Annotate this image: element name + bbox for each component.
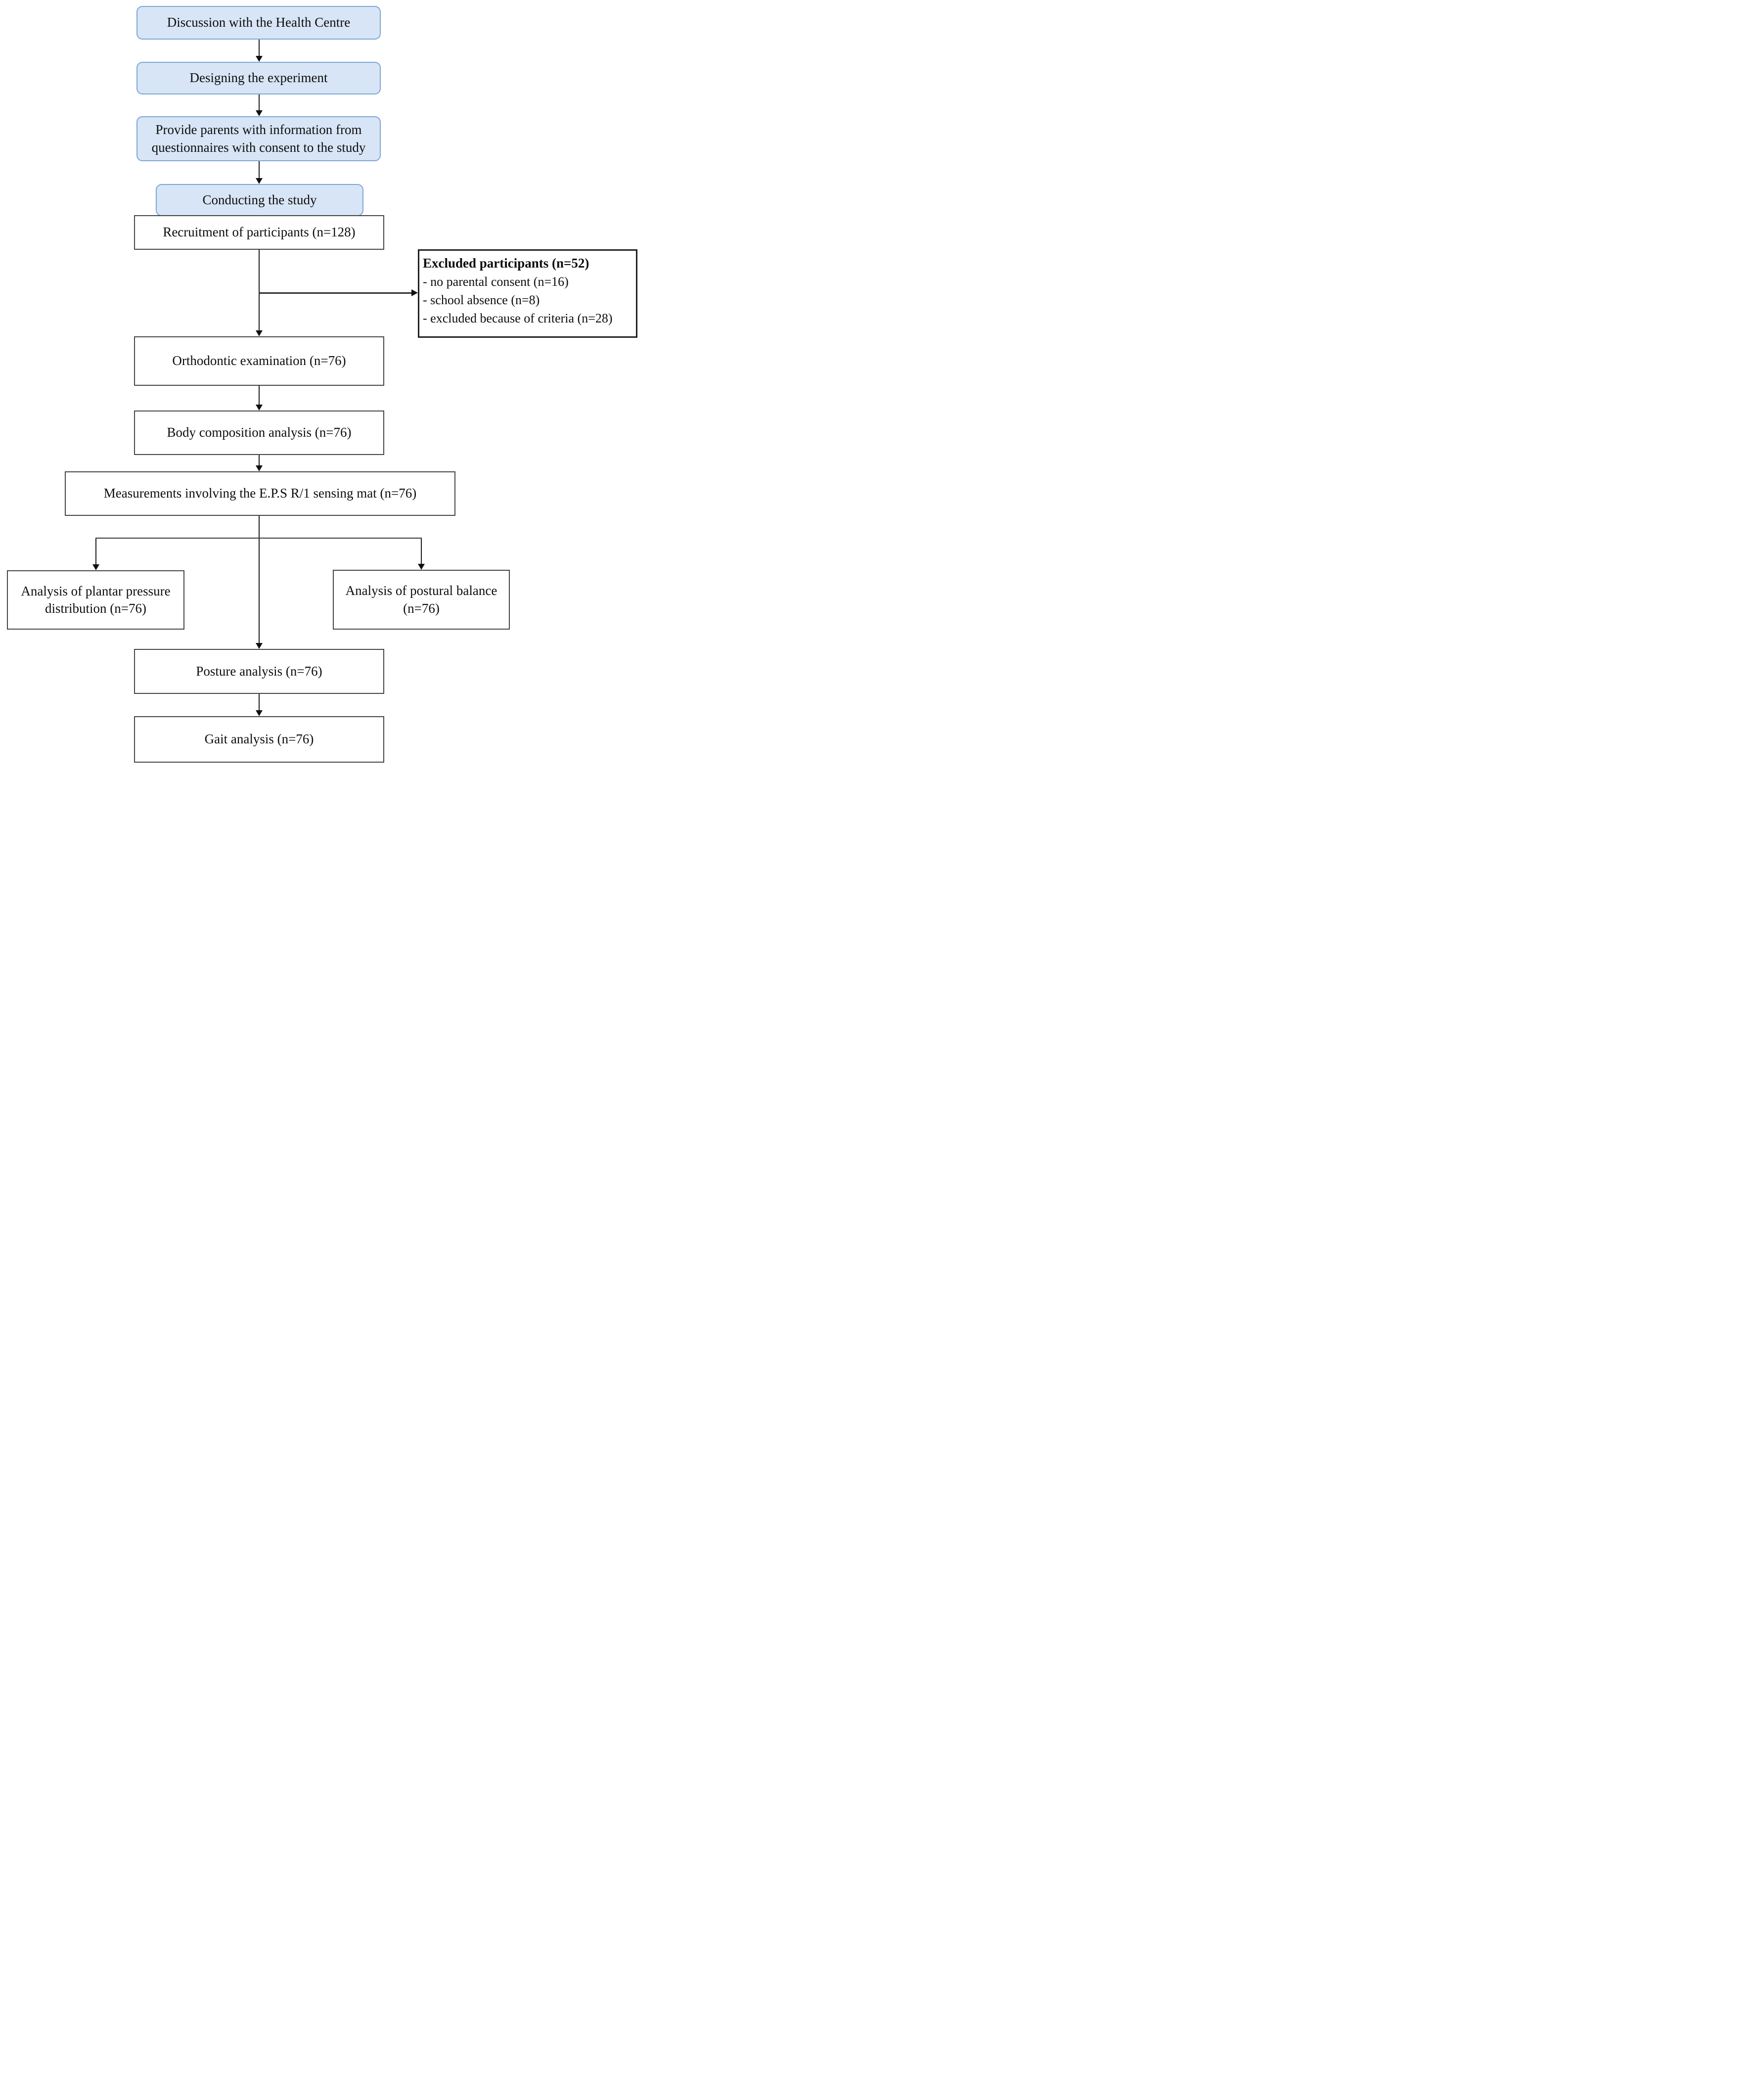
excluded-title: Excluded participants (n=52) <box>423 256 589 271</box>
arrowhead-into-provide <box>256 110 263 116</box>
node-excluded: Excluded participants (n=52) - no parent… <box>418 249 637 338</box>
node-measurements-label: Measurements involving the E.P.S R/1 sen… <box>103 486 417 501</box>
node-conducting-label: Conducting the study <box>202 192 317 207</box>
node-discussion-label: Discussion with the Health Centre <box>167 15 351 30</box>
flowchart-canvas: Discussion with the Health Centre Design… <box>0 0 639 764</box>
arrowhead-into-conducting <box>256 178 263 184</box>
connector-discussion-designing <box>259 40 260 56</box>
connector-posture-gait <box>259 694 260 710</box>
node-plantar-label: Analysis of plantar pressure distributio… <box>21 583 171 616</box>
connector-branch-plantar <box>95 539 96 564</box>
node-gait: Gait analysis (n=76) <box>134 716 384 763</box>
node-plantar: Analysis of plantar pressure distributio… <box>7 570 184 630</box>
excluded-item-criteria: - excluded because of criteria (n=28) <box>423 311 613 325</box>
node-recruitment-label: Recruitment of participants (n=128) <box>163 225 356 240</box>
node-discussion: Discussion with the Health Centre <box>136 6 381 40</box>
arrowhead-into-designing <box>256 56 263 62</box>
node-postural: Analysis of postural balance (n=76) <box>333 570 510 630</box>
node-posture-label: Posture analysis (n=76) <box>196 663 322 679</box>
excluded-item-school-absence: - school absence (n=8) <box>423 293 540 307</box>
node-recruitment: Recruitment of participants (n=128) <box>134 215 384 250</box>
arrowhead-into-plantar <box>92 564 99 570</box>
arrowhead-into-measurements <box>256 465 263 471</box>
connector-body-measurements <box>259 455 260 465</box>
node-posture: Posture analysis (n=76) <box>134 649 384 694</box>
connector-orthodontic-body <box>259 386 260 405</box>
connector-measurements-posture <box>259 516 260 643</box>
node-gait-label: Gait analysis (n=76) <box>204 731 314 747</box>
arrowhead-into-gait <box>256 710 263 716</box>
connector-branch-postural <box>421 539 422 564</box>
arrowhead-into-posture <box>256 643 263 649</box>
arrowhead-into-body <box>256 405 263 411</box>
arrowhead-into-orthodontic <box>256 330 263 336</box>
node-body-composition: Body composition analysis (n=76) <box>134 411 384 455</box>
node-provide-parents: Provide parents with information from qu… <box>136 116 381 161</box>
node-body-composition-label: Body composition analysis (n=76) <box>167 425 352 440</box>
connector-provide-conducting <box>259 161 260 178</box>
node-orthodontic: Orthodontic examination (n=76) <box>134 336 384 386</box>
arrowhead-into-excluded <box>411 289 418 296</box>
node-postural-label: Analysis of postural balance (n=76) <box>345 583 497 616</box>
connector-branch-horizontal <box>95 538 422 539</box>
arrowhead-into-postural <box>418 564 425 570</box>
node-measurements: Measurements involving the E.P.S R/1 sen… <box>65 471 455 516</box>
connector-branch-excluded <box>259 292 411 294</box>
node-designing: Designing the experiment <box>136 62 381 94</box>
node-orthodontic-label: Orthodontic examination (n=76) <box>172 353 346 368</box>
node-provide-parents-label: Provide parents with information from qu… <box>151 122 366 155</box>
node-designing-label: Designing the experiment <box>189 70 328 86</box>
connector-recruitment-orthodontic <box>259 250 260 330</box>
node-conducting: Conducting the study <box>156 184 363 216</box>
excluded-item-no-consent: - no parental consent (n=16) <box>423 274 569 289</box>
connector-designing-provide <box>259 94 260 110</box>
